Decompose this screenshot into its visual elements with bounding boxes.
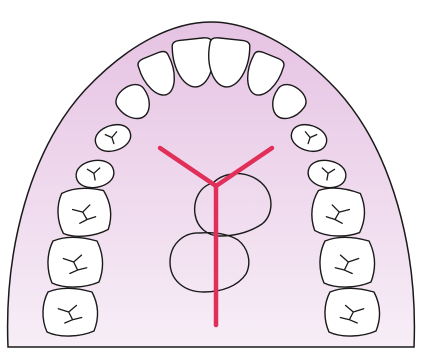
- tooth-right-third-molar-crown: [325, 288, 380, 336]
- tooth-right-third-molar: [325, 288, 380, 336]
- tooth-right-second-molar-crown: [320, 237, 375, 287]
- tooth-right-second-molar: [320, 237, 375, 287]
- tooth-left-third-molar-crown: [43, 288, 98, 336]
- tooth-left-first-molar-crown: [56, 186, 112, 237]
- tooth-right-first-molar: [310, 186, 366, 237]
- tooth-left-first-molar: [56, 186, 112, 237]
- tooth-left-second-molar: [48, 237, 103, 287]
- tooth-right-first-molar-crown: [310, 186, 366, 237]
- tooth-left-second-molar-crown: [48, 237, 103, 287]
- tooth-left-third-molar: [43, 288, 98, 336]
